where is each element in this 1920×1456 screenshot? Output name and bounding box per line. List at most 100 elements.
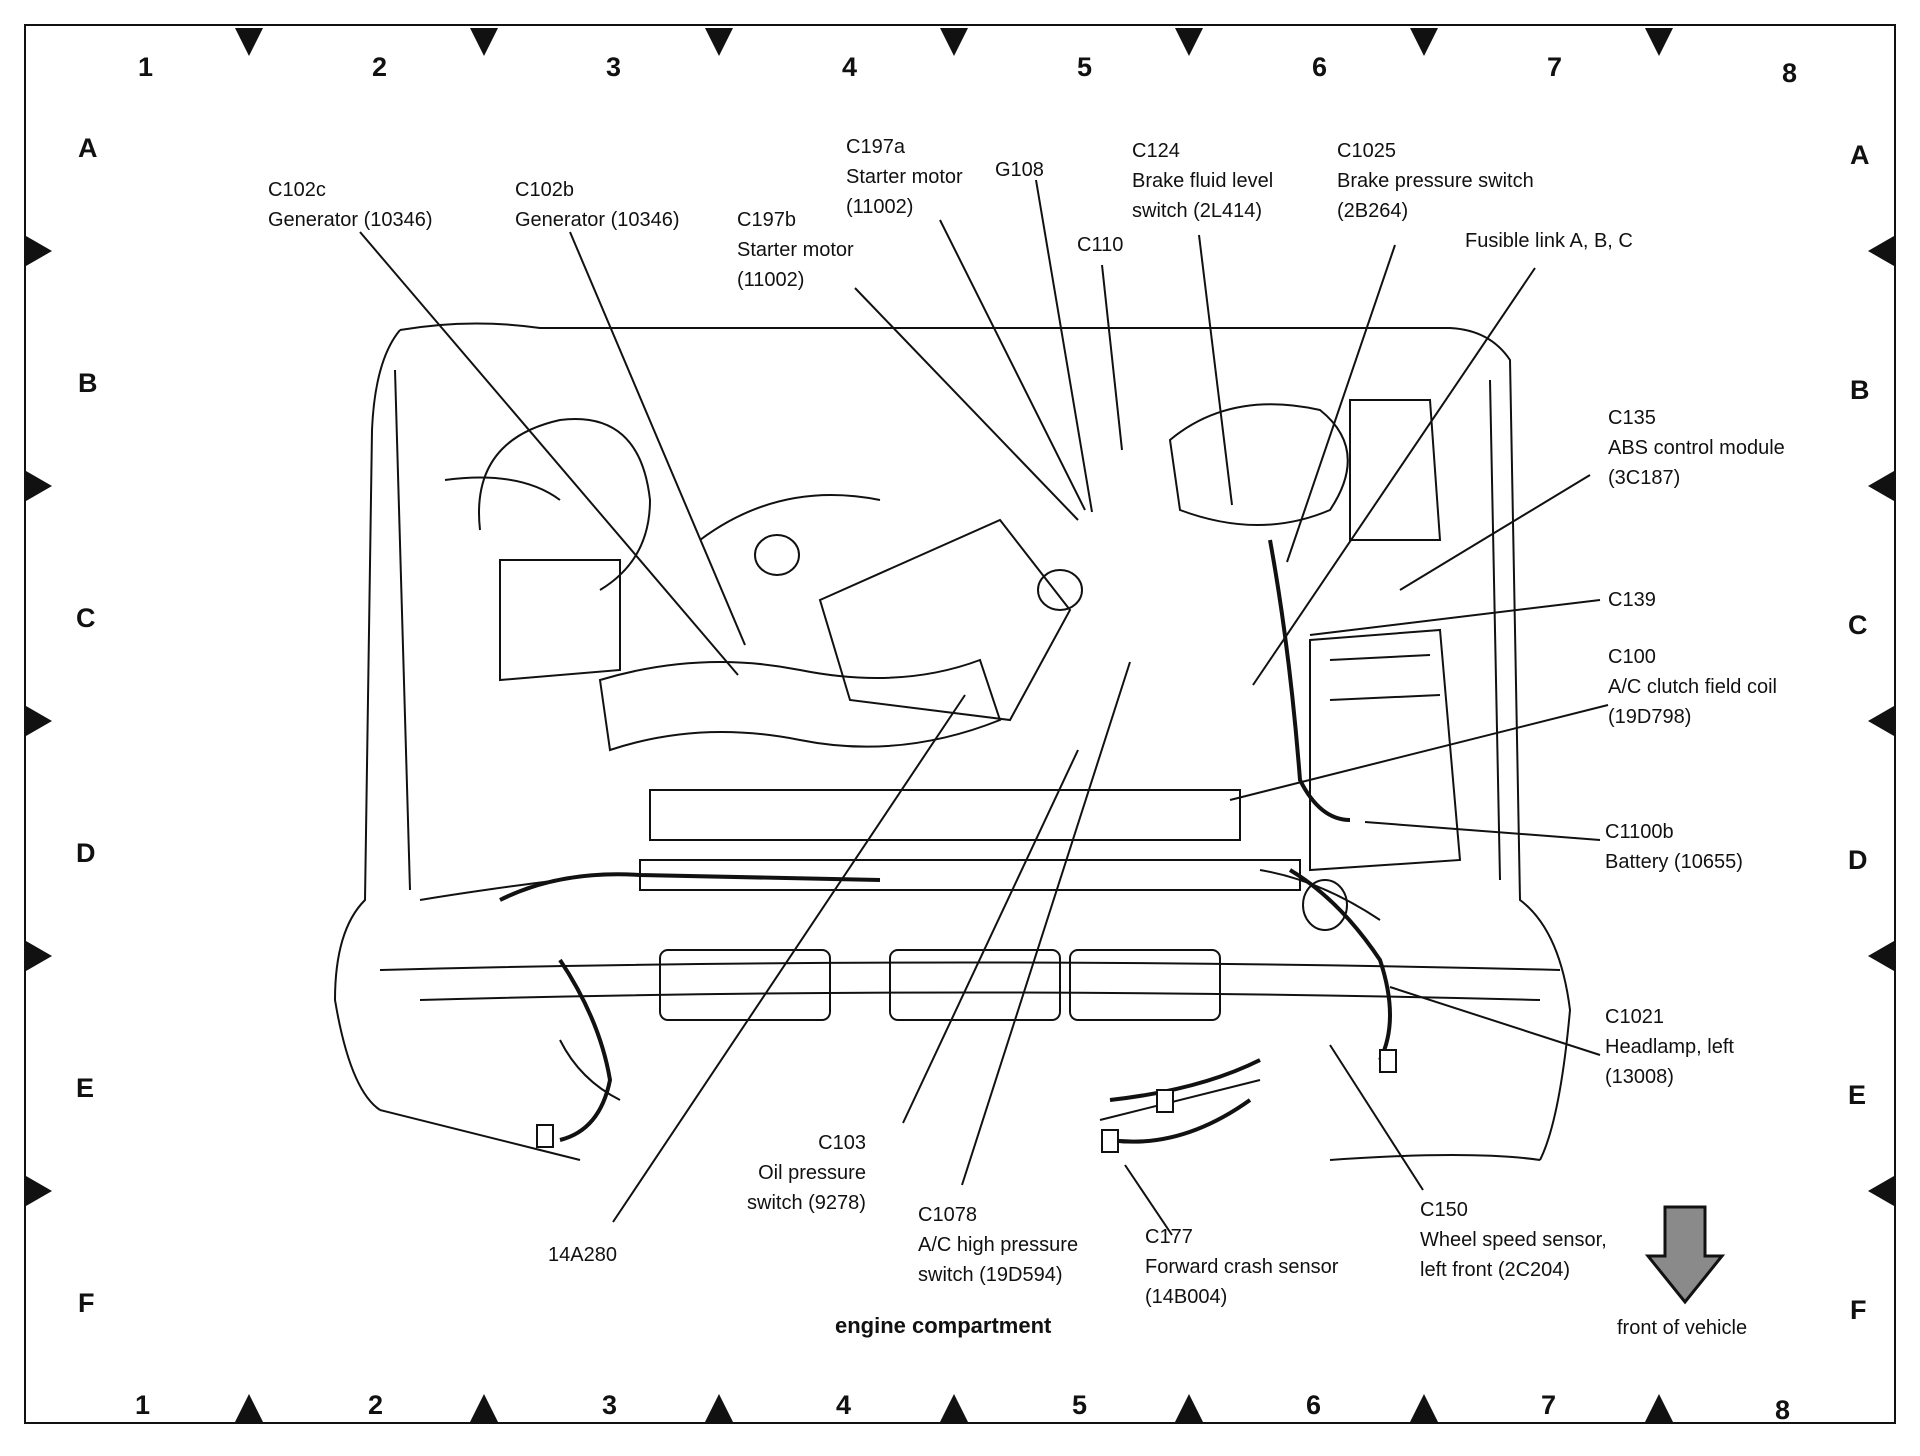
callout-c1078: C1078 A/C high pressure switch (19D594) bbox=[918, 1200, 1078, 1290]
callout-c124: C124 Brake fluid level switch (2L414) bbox=[1132, 136, 1273, 226]
callout-c1078-num: switch (19D594) bbox=[918, 1264, 1063, 1286]
grid-col-1-top: 1 bbox=[138, 52, 154, 82]
callout-c177-num: (14B004) bbox=[1145, 1286, 1228, 1308]
leader-lines bbox=[359, 179, 1609, 1236]
callout-c197a-id: C197a bbox=[846, 136, 905, 158]
callout-c1021-num: (13008) bbox=[1605, 1066, 1674, 1088]
grid-col-4-bottom: 4 bbox=[836, 1390, 852, 1420]
callout-c197b-id: C197b bbox=[737, 209, 796, 231]
callout-c1078-id: C1078 bbox=[918, 1204, 977, 1226]
callout-c177: C177 Forward crash sensor (14B004) bbox=[1145, 1222, 1338, 1312]
grid-row-e-left: E bbox=[76, 1073, 95, 1103]
callout-c124-id: C124 bbox=[1132, 140, 1180, 162]
grid-col-8-bottom: 8 bbox=[1775, 1395, 1791, 1425]
callout-fusible-link-id: Fusible link A, B, C bbox=[1465, 230, 1633, 252]
callout-c177-id: C177 bbox=[1145, 1226, 1193, 1248]
callout-c135-desc: ABS control module bbox=[1608, 437, 1785, 459]
grid-col-2-bottom: 2 bbox=[368, 1390, 384, 1420]
callout-c124-desc: Brake fluid level bbox=[1132, 170, 1274, 192]
callout-c150-num: left front (2C204) bbox=[1420, 1259, 1571, 1281]
callout-c1021-id: C1021 bbox=[1605, 1006, 1664, 1028]
grid-row-b-left: B bbox=[78, 368, 98, 398]
grid-col-2-top: 2 bbox=[372, 52, 388, 82]
connectors bbox=[536, 1049, 1397, 1153]
grid-row-c-left: C bbox=[76, 603, 96, 633]
callout-c1100b-id: C1100b bbox=[1605, 821, 1674, 843]
callout-c102c-desc: Generator (10346) bbox=[268, 209, 433, 231]
callout-c100: C100 A/C clutch field coil (19D798) bbox=[1608, 642, 1777, 732]
callout-c102b-desc: Generator (10346) bbox=[515, 209, 680, 231]
grid-row-a-left: A bbox=[78, 133, 98, 163]
callout-c139-id: C139 bbox=[1608, 589, 1656, 611]
callout-c103-desc: Oil pressure bbox=[758, 1162, 866, 1184]
callout-c1100b-desc: Battery (10655) bbox=[1605, 851, 1743, 873]
front-of-vehicle-label: front of vehicle bbox=[1617, 1317, 1748, 1339]
border-notches bbox=[26, 28, 1894, 1422]
grid-col-8-top: 8 bbox=[1782, 58, 1798, 88]
diagram-frame bbox=[24, 24, 1896, 1424]
grid-col-6-top: 6 bbox=[1312, 52, 1328, 82]
callout-c150-id: C150 bbox=[1420, 1199, 1468, 1221]
grid-row-d-right: D bbox=[1848, 845, 1868, 875]
callout-c1025: C1025 Brake pressure switch (2B264) bbox=[1337, 136, 1534, 226]
grid-col-3-top: 3 bbox=[606, 52, 622, 82]
grid-row-f-right: F bbox=[1850, 1295, 1867, 1325]
callout-c1100b: C1100b Battery (10655) bbox=[1605, 817, 1743, 877]
grid-col-4-top: 4 bbox=[842, 52, 858, 82]
grid-row-b-right: B bbox=[1850, 375, 1870, 405]
grid-col-1-bottom: 1 bbox=[135, 1390, 151, 1420]
callout-14a280-id: 14A280 bbox=[548, 1244, 617, 1266]
callout-g108: G108 bbox=[995, 155, 1044, 185]
callout-c110: C110 bbox=[1077, 230, 1123, 260]
callout-c103-id: C103 bbox=[818, 1132, 866, 1154]
callout-c100-num: (19D798) bbox=[1608, 706, 1692, 728]
callout-c177-desc: Forward crash sensor bbox=[1145, 1256, 1339, 1278]
grid-row-e-right: E bbox=[1848, 1080, 1867, 1110]
callout-c150: C150 Wheel speed sensor, left front (2C2… bbox=[1420, 1195, 1607, 1285]
wiring-harness bbox=[499, 539, 1392, 1144]
callout-c197b-num: (11002) bbox=[737, 269, 805, 291]
grid-col-7-top: 7 bbox=[1547, 52, 1563, 82]
compartment-outline bbox=[333, 322, 1572, 1161]
callout-c1021: C1021 Headlamp, left (13008) bbox=[1605, 1002, 1734, 1092]
callout-c1021-desc: Headlamp, left bbox=[1605, 1036, 1734, 1058]
callout-c124-num: switch (2L414) bbox=[1132, 200, 1263, 222]
callout-c197a: C197a Starter motor (11002) bbox=[846, 132, 963, 222]
callout-c102c: C102c Generator (10346) bbox=[268, 175, 433, 235]
grid-row-a-right: A bbox=[1850, 140, 1870, 170]
callout-c103-num: switch (9278) bbox=[747, 1192, 866, 1214]
callout-14a280: 14A280 bbox=[548, 1240, 617, 1270]
grid-col-6-bottom: 6 bbox=[1306, 1390, 1322, 1420]
callout-g108-id: G108 bbox=[995, 159, 1044, 181]
callout-c100-id: C100 bbox=[1608, 646, 1656, 668]
callout-c135-num: (3C187) bbox=[1608, 467, 1681, 489]
callout-c110-id: C110 bbox=[1077, 234, 1124, 256]
callout-c135-id: C135 bbox=[1608, 407, 1656, 429]
grid-col-3-bottom: 3 bbox=[602, 1390, 618, 1420]
front-arrow-icon bbox=[1644, 1205, 1726, 1305]
callout-c135: C135 ABS control module (3C187) bbox=[1608, 403, 1785, 493]
callout-c197a-desc: Starter motor bbox=[846, 166, 963, 188]
callout-c197b: C197b Starter motor (11002) bbox=[737, 205, 854, 295]
callout-fusible-link: Fusible link A, B, C bbox=[1465, 226, 1633, 256]
callout-c139: C139 bbox=[1608, 585, 1656, 615]
grid-row-d-left: D bbox=[76, 838, 96, 868]
callout-c1025-desc: Brake pressure switch bbox=[1337, 170, 1534, 192]
callout-c103: C103 Oil pressure switch (9278) bbox=[747, 1128, 866, 1218]
callout-c1025-id: C1025 bbox=[1337, 140, 1396, 162]
callout-c102b-id: C102b bbox=[515, 179, 574, 201]
grid-col-5-top: 5 bbox=[1077, 52, 1093, 82]
callout-c102b: C102b Generator (10346) bbox=[515, 175, 680, 235]
callout-c1078-desc: A/C high pressure bbox=[918, 1234, 1079, 1256]
callout-c100-desc: A/C clutch field coil bbox=[1608, 676, 1777, 698]
grid-col-5-bottom: 5 bbox=[1072, 1390, 1088, 1420]
callout-c150-desc: Wheel speed sensor, bbox=[1420, 1229, 1607, 1251]
diagram-title: engine compartment bbox=[835, 1313, 1052, 1338]
callout-c197b-desc: Starter motor bbox=[737, 239, 854, 261]
grid-row-c-right: C bbox=[1848, 610, 1868, 640]
callout-c102c-id: C102c bbox=[268, 179, 326, 201]
grid-col-7-bottom: 7 bbox=[1541, 1390, 1557, 1420]
callout-c197a-num: (11002) bbox=[846, 196, 914, 218]
callout-c1025-num: (2B264) bbox=[1337, 200, 1409, 222]
